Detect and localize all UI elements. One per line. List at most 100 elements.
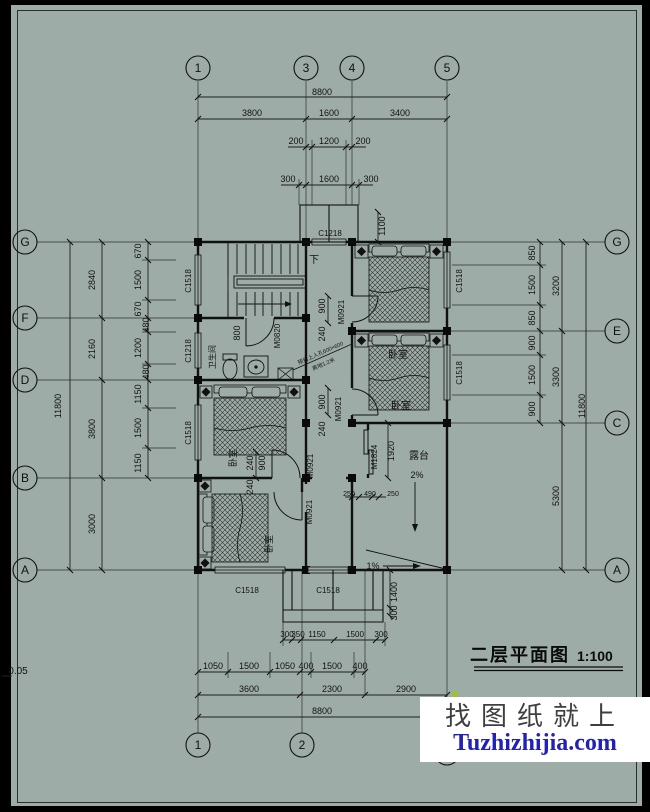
watermark-site-url[interactable]: Tuzhizhijia.com <box>453 729 617 756</box>
room-label-bathroom: 卫生间 <box>207 345 217 369</box>
dim: 8800 <box>312 706 332 716</box>
dim: 1500 <box>527 275 537 295</box>
dim: 240 <box>317 326 327 341</box>
bed-top-right <box>354 243 444 323</box>
axis-left-A: A <box>21 563 29 577</box>
window-tag: C1218 <box>184 339 193 363</box>
dim: 1050 <box>275 661 295 671</box>
axis-bottom-1: 1 <box>195 738 202 752</box>
drawing-title: 二层平面图 <box>470 645 570 665</box>
dim: 5300 <box>551 486 561 506</box>
drawing-scale: 1:100 <box>577 648 613 664</box>
dim: 1920 <box>386 441 396 461</box>
dim: 200 <box>288 136 303 146</box>
window-tag: C1518 <box>235 586 259 595</box>
door-tag: M0921 <box>305 499 314 524</box>
dim: 3800 <box>87 419 97 439</box>
dim: 250 <box>387 491 399 498</box>
dim: 3400 <box>390 108 410 118</box>
dim: 480 <box>141 317 151 332</box>
axis-left-B-bubble <box>12 465 38 491</box>
dim: 1500 <box>322 661 342 671</box>
dim: 3200 <box>551 276 561 296</box>
axis-right-C: C <box>613 416 622 430</box>
dim: 850 <box>527 310 537 325</box>
dim: 800 <box>232 325 242 340</box>
window-tag: C1518 <box>455 269 464 293</box>
room-label-bedroom: 卧室 <box>388 348 408 361</box>
slope-label: 2% <box>410 470 423 480</box>
axis-right-C-bubble <box>604 410 630 436</box>
dim: 250 <box>343 491 355 498</box>
hatch-annotation <box>277 343 353 381</box>
dim: 300 <box>389 605 399 620</box>
level-note: 0.05 <box>8 666 28 677</box>
axis-left-B: B <box>21 471 29 485</box>
axis-top-5: 5 <box>444 61 451 75</box>
dim: 490 <box>364 491 376 498</box>
dim: 240 <box>317 421 327 436</box>
dim: 300 <box>363 174 378 184</box>
dim: 2160 <box>87 339 97 359</box>
door-tag: M1824 <box>370 444 379 469</box>
axis-top-4: 4 <box>349 61 356 75</box>
axis-left-F-bubble <box>12 305 38 331</box>
bed-bottom-left <box>198 479 269 570</box>
axis-bottom-2: 2 <box>299 738 306 752</box>
dim: 1200 <box>133 338 143 358</box>
dim: 300 <box>280 174 295 184</box>
dim: 900 <box>527 401 537 416</box>
room-label-bedroom: 卧室 <box>227 449 238 467</box>
dim: 1150 <box>308 630 326 639</box>
dim: 900 <box>257 455 267 470</box>
dim: 480 <box>141 364 151 379</box>
axis-top-3: 3 <box>303 61 310 75</box>
axis-left-A-bubble <box>12 557 38 583</box>
dim: 670 <box>133 243 143 258</box>
dim: 2900 <box>396 684 416 694</box>
dim: 350 <box>291 630 305 639</box>
dim: 3300 <box>551 367 561 387</box>
drawing-title-block: 二层平面图 1:100 <box>470 641 640 667</box>
axis-left-F: F <box>21 311 28 325</box>
axis-top-1-bubble <box>185 55 211 81</box>
top-balcony <box>299 204 359 243</box>
window-tag: C1518 <box>316 586 340 595</box>
axis-right-A-bubble <box>604 557 630 583</box>
dim: 900 <box>317 394 327 409</box>
slope-label: 1% <box>366 561 379 571</box>
dim: 400 <box>352 661 367 671</box>
sheet-inner-frame <box>17 10 637 803</box>
dim: 1600 <box>319 174 339 184</box>
dim: 200 <box>355 136 370 146</box>
dim: 1200 <box>319 136 339 146</box>
dim: 240 <box>245 479 255 494</box>
watermark-banner[interactable]: 找图纸就上 Tuzhizhijia.com <box>420 697 650 762</box>
dim: 1500 <box>239 661 259 671</box>
dim: 1500 <box>527 365 537 385</box>
axis-right-G: G <box>612 235 621 249</box>
axis-left-G-bubble <box>12 229 38 255</box>
dim: 3600 <box>239 684 259 694</box>
dim: 900 <box>317 298 327 313</box>
dim: 2840 <box>87 270 97 290</box>
dim: 1500 <box>133 418 143 438</box>
dim: 1100 <box>377 216 387 235</box>
bed-mid-left <box>199 384 301 456</box>
window-tag: C1518 <box>184 421 193 445</box>
dim: 400 <box>298 661 313 671</box>
dim: 1400 <box>389 582 399 602</box>
dim: 900 <box>527 335 537 350</box>
staircase <box>227 242 307 318</box>
axis-extension-lines <box>2 81 605 741</box>
dim: 1600 <box>319 108 339 118</box>
dim: 1050 <box>203 661 223 671</box>
axis-top-3-bubble <box>293 55 319 81</box>
room-label-bedroom: 卧室 <box>391 399 411 412</box>
axis-right-E-bubble <box>604 318 630 344</box>
door-tag: M0921 <box>306 453 315 478</box>
axis-bottom-1-bubble <box>185 732 211 758</box>
dim: 1500 <box>346 630 364 639</box>
axis-right-G-bubble <box>604 229 630 255</box>
